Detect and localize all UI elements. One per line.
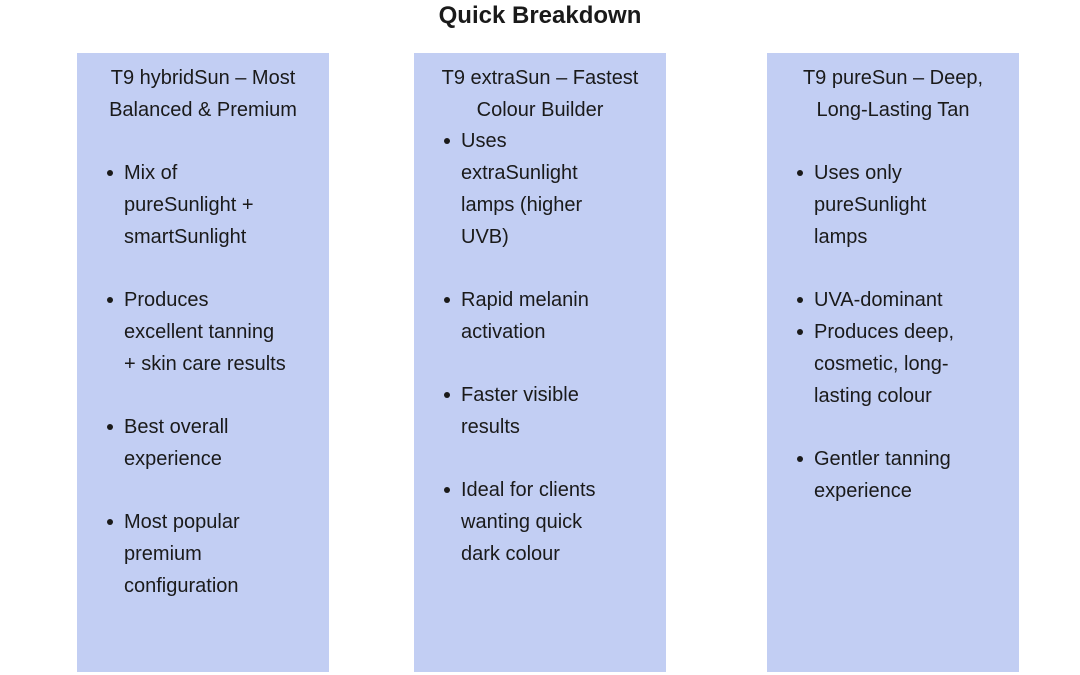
bullet-line: Uses: [461, 130, 507, 152]
bullet-item: Best overall experience: [107, 411, 324, 475]
bullet-line: extraSunlight: [461, 162, 578, 184]
bullet-item: Gentler tanning experience: [797, 443, 1014, 507]
bullet-item: Produces excellent tanning + skin care res…: [107, 284, 324, 380]
bullet-line: Gentler tanning: [814, 448, 951, 470]
bullet-line: activation: [461, 321, 546, 343]
bullet-line: premium: [124, 543, 202, 565]
bullet-line: Produces deep,: [814, 321, 955, 343]
bullet-line: wanting quick: [461, 511, 583, 533]
bullet-item: Faster visible results: [444, 379, 661, 443]
column-title-line: Colour Builder: [476, 99, 604, 121]
bullet-item: UVA-dominant: [797, 284, 1014, 316]
column-title-line: T9 pureSun – Deep,: [802, 67, 984, 89]
bullet-line: UVB): [461, 226, 509, 248]
bullet-line: lasting colour: [814, 385, 932, 407]
bullet-line: Rapid melanin: [461, 289, 589, 311]
bullet-item: Ideal for clients wanting quick dark colou…: [444, 474, 661, 570]
bullet-line: results: [461, 416, 520, 438]
column-title-line: T9 extraSun – Fastest: [441, 67, 639, 89]
bullet-line: excellent tanning: [124, 321, 275, 343]
bullet-line: smartSunlight: [124, 226, 247, 248]
bullet-line: experience: [814, 480, 912, 502]
bullet-line: Ideal for clients: [461, 479, 596, 501]
bullet-line: pureSunlight: [814, 194, 927, 216]
bullet-item: Mix of pureSunlight + smartSunlight: [107, 157, 324, 253]
bullet-line: Faster visible: [461, 384, 579, 406]
bullet-line: dark colour: [461, 543, 560, 565]
bullet-item: Rapid melanin activation: [444, 284, 661, 348]
bullet-line: Produces: [124, 289, 209, 311]
bullet-line: lamps: [814, 226, 868, 248]
column-title: T9 pureSun – Deep, Long-Lasting Tan: [767, 62, 1019, 126]
bullet-line: UVA-dominant: [814, 289, 943, 311]
bullet-line: Most popular: [124, 511, 240, 533]
bullet-line: + skin care results: [124, 353, 286, 375]
bullet-item: Produces deep, cosmetic, long-lasting col…: [797, 316, 1014, 412]
bullet-line: cosmetic, long-: [814, 353, 949, 375]
column-title-line: Long-Lasting Tan: [816, 99, 970, 121]
bullet-item: Most popular premium configuration: [107, 506, 324, 602]
bullet-line: Uses only: [814, 162, 902, 184]
bullet-line: experience: [124, 448, 222, 470]
page-title: Quick Breakdown: [438, 2, 642, 29]
column-title-line: Balanced & Premium: [109, 99, 297, 121]
bullet-line: Best overall: [124, 416, 229, 438]
column-title-line: T9 hybridSun – Most: [110, 67, 296, 89]
bullet-line: Mix of: [124, 162, 178, 184]
bullet-line: lamps (higher: [461, 194, 583, 216]
bullet-line: configuration: [124, 575, 239, 597]
bullet-line: pureSunlight +: [124, 194, 254, 216]
bullet-item: Uses only pureSunlight lamps: [797, 157, 1014, 253]
